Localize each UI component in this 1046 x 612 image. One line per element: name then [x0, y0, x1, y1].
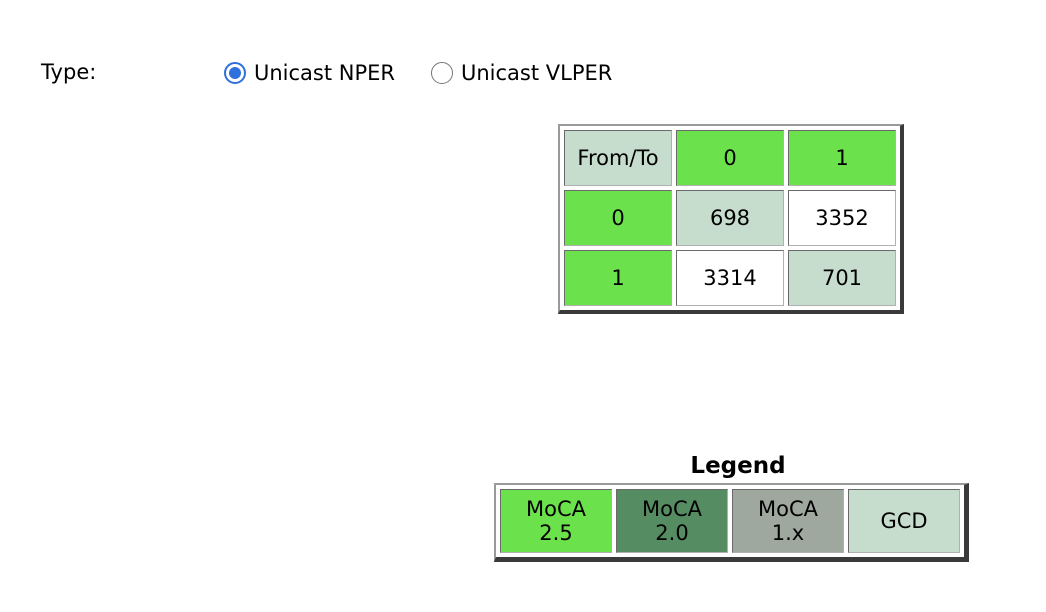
per-matrix-table: From/To 0 1 0 698 3352 1 3314 701: [558, 124, 904, 314]
legend-item-version: 2.5: [539, 521, 573, 545]
type-label: Type:: [41, 60, 97, 84]
matrix-header-row: From/To 0 1: [564, 130, 896, 186]
radio-button-checked[interactable]: [224, 62, 246, 84]
radio-label-unicast-nper[interactable]: Unicast NPER: [254, 61, 396, 85]
matrix-row-header-0: 0: [564, 190, 672, 246]
legend-table: MoCA 2.5 MoCA 2.0 MoCA 1.x GCD: [494, 483, 969, 562]
legend-title: Legend: [690, 453, 786, 479]
matrix-row-1: 1 3314 701: [564, 250, 896, 306]
legend-item-version: 2.0: [655, 521, 689, 545]
legend-item-label: GCD: [880, 509, 928, 533]
legend-row: MoCA 2.5 MoCA 2.0 MoCA 1.x GCD: [500, 489, 960, 553]
legend-item-gcd: GCD: [848, 489, 960, 553]
legend-item-version: 1.x: [771, 521, 805, 545]
legend-item-label: MoCA: [642, 497, 702, 521]
matrix-cell-0-1: 3352: [788, 190, 896, 246]
legend-item-label: MoCA: [758, 497, 818, 521]
matrix-row-header-1: 1: [564, 250, 672, 306]
legend-item-moca-2-0: MoCA 2.0: [616, 489, 728, 553]
matrix-column-header-1: 1: [788, 130, 896, 186]
matrix-column-header-0: 0: [676, 130, 784, 186]
matrix-row-0: 0 698 3352: [564, 190, 896, 246]
legend-item-moca-2-5: MoCA 2.5: [500, 489, 612, 553]
radio-unicast-nper[interactable]: Unicast NPER: [224, 58, 395, 88]
radio-unicast-vlper[interactable]: Unicast VLPER: [431, 58, 612, 88]
legend-item-moca-1-x: MoCA 1.x: [732, 489, 844, 553]
radio-button-unchecked[interactable]: [431, 62, 453, 84]
matrix-corner-cell: From/To: [564, 130, 672, 186]
radio-label-unicast-vlper[interactable]: Unicast VLPER: [461, 61, 613, 85]
legend-item-label: MoCA: [526, 497, 586, 521]
matrix-cell-0-0: 698: [676, 190, 784, 246]
matrix-cell-1-1: 701: [788, 250, 896, 306]
matrix-cell-1-0: 3314: [676, 250, 784, 306]
